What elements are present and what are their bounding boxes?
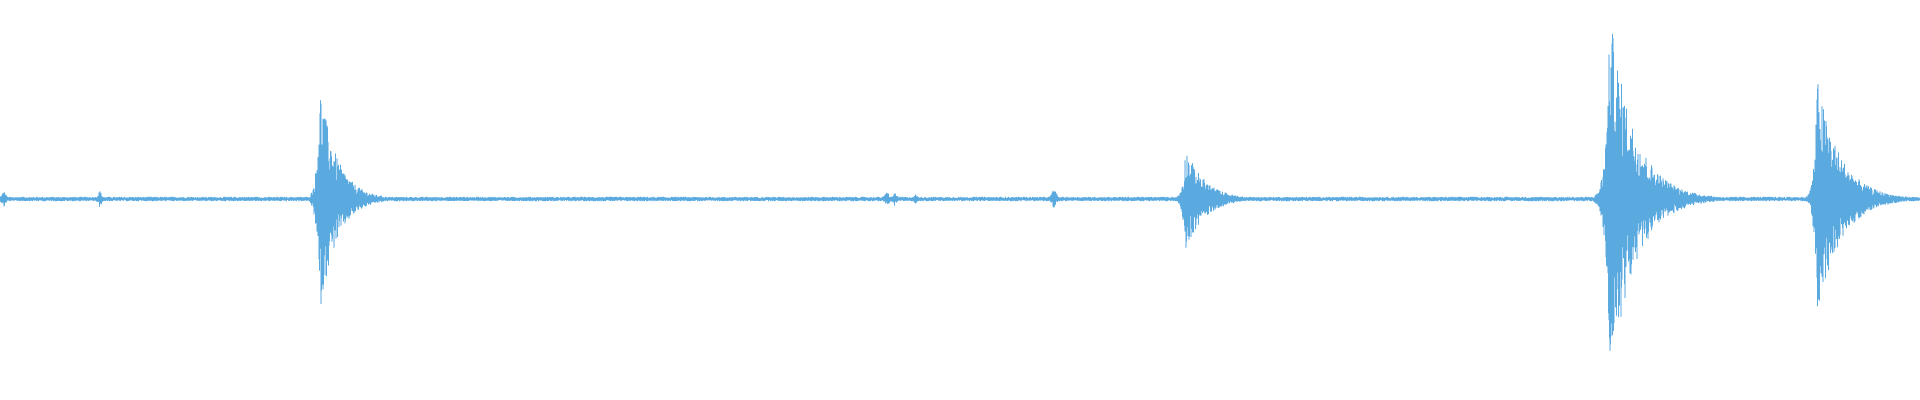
waveform-series xyxy=(0,33,1920,351)
